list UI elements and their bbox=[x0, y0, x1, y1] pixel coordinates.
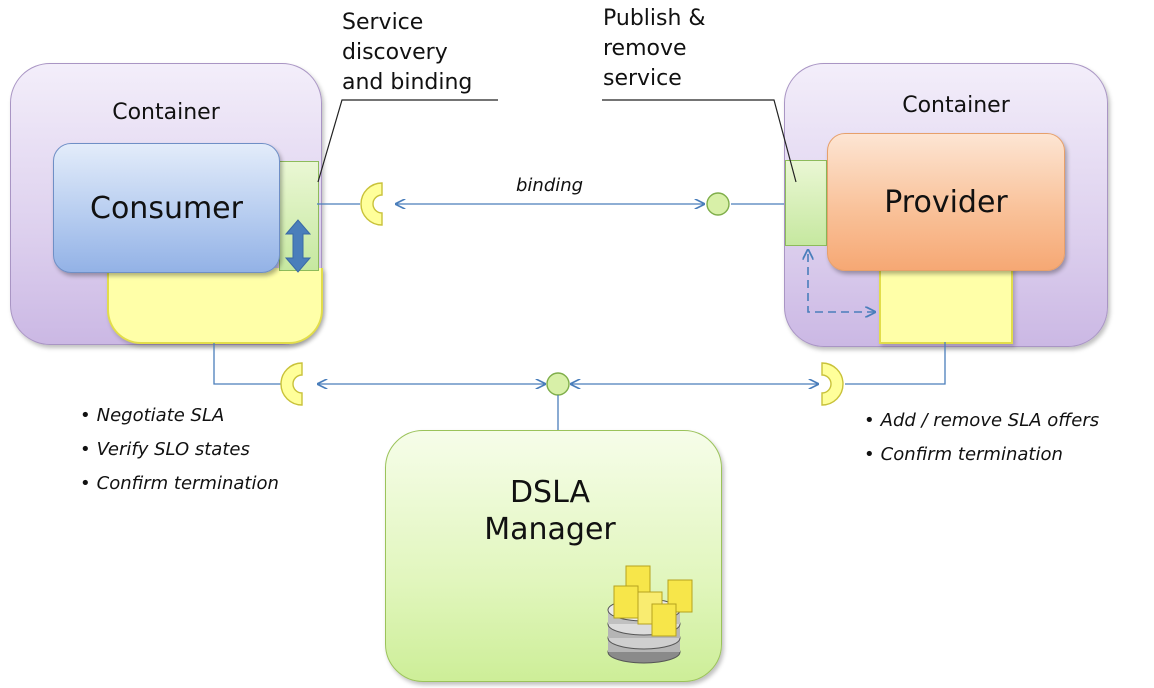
provider-container-title: Container bbox=[902, 93, 1010, 118]
provider-internal-dashed-arrow bbox=[808, 250, 875, 312]
publish-callout-line-3: service bbox=[603, 66, 682, 91]
consumer-sla-action: Confirm termination bbox=[80, 467, 279, 501]
binding-label: binding bbox=[516, 175, 584, 196]
consumer-sla-link bbox=[213, 343, 282, 385]
consumer-label: Consumer bbox=[90, 190, 243, 226]
provider-sla-link bbox=[845, 342, 946, 385]
publish-callout-line-1: Publish & bbox=[603, 6, 706, 31]
provider-sla-action-list: Add / remove SLA offers Confirm terminat… bbox=[864, 404, 1100, 472]
provider-component: Provider bbox=[827, 133, 1065, 271]
consumer-sla-component bbox=[107, 268, 323, 344]
provider-label: Provider bbox=[884, 184, 1008, 220]
consumer-sla-action: Negotiate SLA bbox=[80, 399, 279, 433]
dsla-title-line-1: DSLA bbox=[509, 475, 591, 510]
publish-callout: Publish & remove service bbox=[603, 4, 706, 94]
dsla-interface-icon bbox=[546, 372, 570, 396]
consumer-sla-socket-icon bbox=[280, 362, 303, 406]
dsla-manager-title: DSLA Manager bbox=[420, 474, 680, 548]
consumer-sla-action-list: Negotiate SLA Verify SLO states Confirm … bbox=[80, 399, 279, 501]
provider-sla-socket-icon bbox=[821, 362, 844, 406]
provider-sla-action: Add / remove SLA offers bbox=[864, 404, 1100, 438]
sla-repository-icon bbox=[607, 565, 693, 664]
discovery-callout-line-1: Service bbox=[342, 10, 424, 35]
binding-interface-icon bbox=[706, 192, 730, 216]
consumer-sla-action: Verify SLO states bbox=[80, 433, 279, 467]
consumer-container-title: Container bbox=[112, 100, 220, 125]
provider-binding-port bbox=[785, 160, 827, 246]
discovery-callout: Service discovery and binding bbox=[342, 8, 472, 98]
publish-leader-line bbox=[602, 99, 797, 183]
dsla-title-line-2: Manager bbox=[484, 512, 616, 547]
consumer-internal-double-arrow-icon bbox=[284, 219, 312, 273]
publish-callout-line-2: remove bbox=[603, 36, 687, 61]
discovery-callout-line-2: discovery bbox=[342, 40, 448, 65]
discovery-leader-line bbox=[317, 99, 498, 183]
discovery-callout-line-3: and binding bbox=[342, 70, 473, 95]
provider-sla-action: Confirm termination bbox=[864, 438, 1099, 472]
binding-socket-icon bbox=[360, 182, 383, 226]
consumer-component: Consumer bbox=[53, 143, 280, 273]
